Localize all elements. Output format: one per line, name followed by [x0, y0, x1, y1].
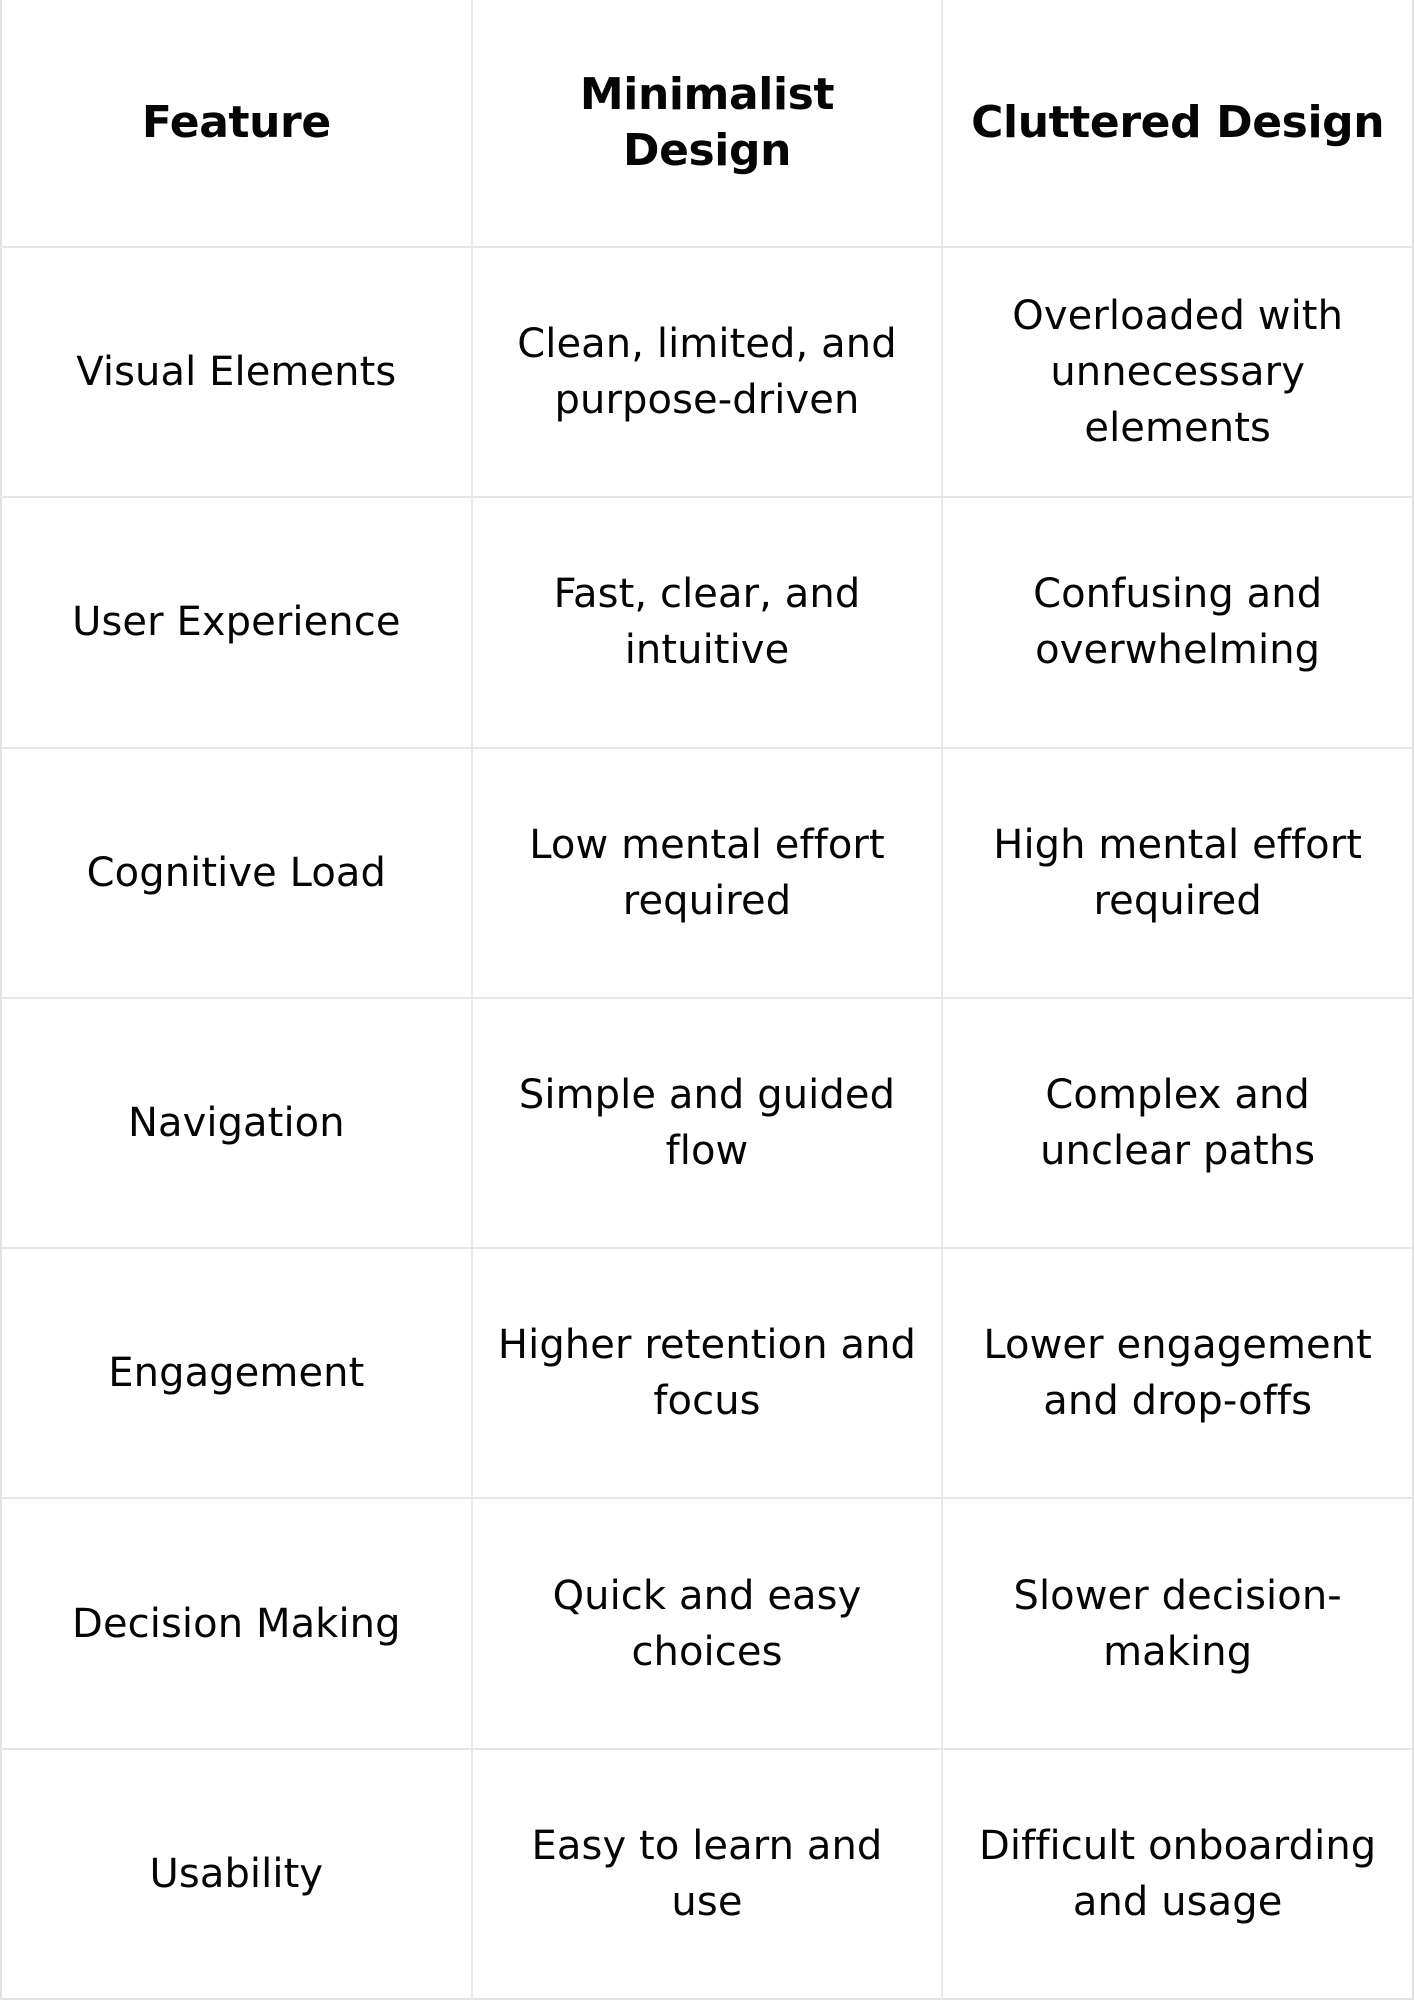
cell-cluttered: Slower decision-making [942, 1498, 1413, 1750]
table-row: Usability Easy to learn and use Difficul… [1, 1748, 1413, 1999]
cell-cluttered: Overloaded with unnecessary elements [942, 247, 1413, 499]
header-row: Feature Minimalist Design Cluttered Desi… [1, 0, 1413, 248]
cell-feature: User Experience [1, 497, 473, 749]
cell-minimalist: Low mental effort required [471, 747, 944, 999]
column-header-minimalist-design: Minimalist Design [471, 0, 944, 248]
table-body: Visual Elements Clean, limited, and purp… [1, 247, 1413, 1999]
cell-feature: Visual Elements [1, 247, 473, 499]
table-row: Visual Elements Clean, limited, and purp… [1, 247, 1413, 499]
cell-minimalist: Easy to learn and use [471, 1748, 944, 1999]
table-row: Navigation Simple and guided flow Comple… [1, 997, 1413, 1250]
cell-cluttered: Complex and unclear paths [942, 997, 1413, 1250]
cell-feature: Decision Making [1, 1498, 473, 1750]
cell-cluttered: Confusing and overwhelming [942, 497, 1413, 749]
cell-minimalist: Clean, limited, and purpose-driven [471, 247, 944, 499]
cell-minimalist: Fast, clear, and intuitive [471, 497, 944, 749]
cell-minimalist: Higher retention and focus [471, 1248, 944, 1500]
table-row: Cognitive Load Low mental effort require… [1, 747, 1413, 999]
column-header-cluttered-design: Cluttered Design [942, 0, 1413, 248]
cell-feature: Cognitive Load [1, 747, 473, 999]
cell-feature: Usability [1, 1748, 473, 1999]
cell-minimalist: Quick and easy choices [471, 1498, 944, 1750]
table-header: Feature Minimalist Design Cluttered Desi… [1, 0, 1413, 248]
column-header-feature: Feature [1, 0, 473, 248]
cell-cluttered: Lower engagement and drop-offs [942, 1248, 1413, 1500]
cell-feature: Engagement [1, 1248, 473, 1500]
cell-feature: Navigation [1, 997, 473, 1250]
table-row: Engagement Higher retention and focus Lo… [1, 1248, 1413, 1500]
table-row: Decision Making Quick and easy choices S… [1, 1498, 1413, 1750]
cell-minimalist: Simple and guided flow [471, 997, 944, 1250]
cell-cluttered: High mental effort required [942, 747, 1413, 999]
cell-cluttered: Difficult onboarding and usage [979, 1822, 1377, 1925]
table-row: User Experience Fast, clear, and intuiti… [1, 497, 1413, 749]
